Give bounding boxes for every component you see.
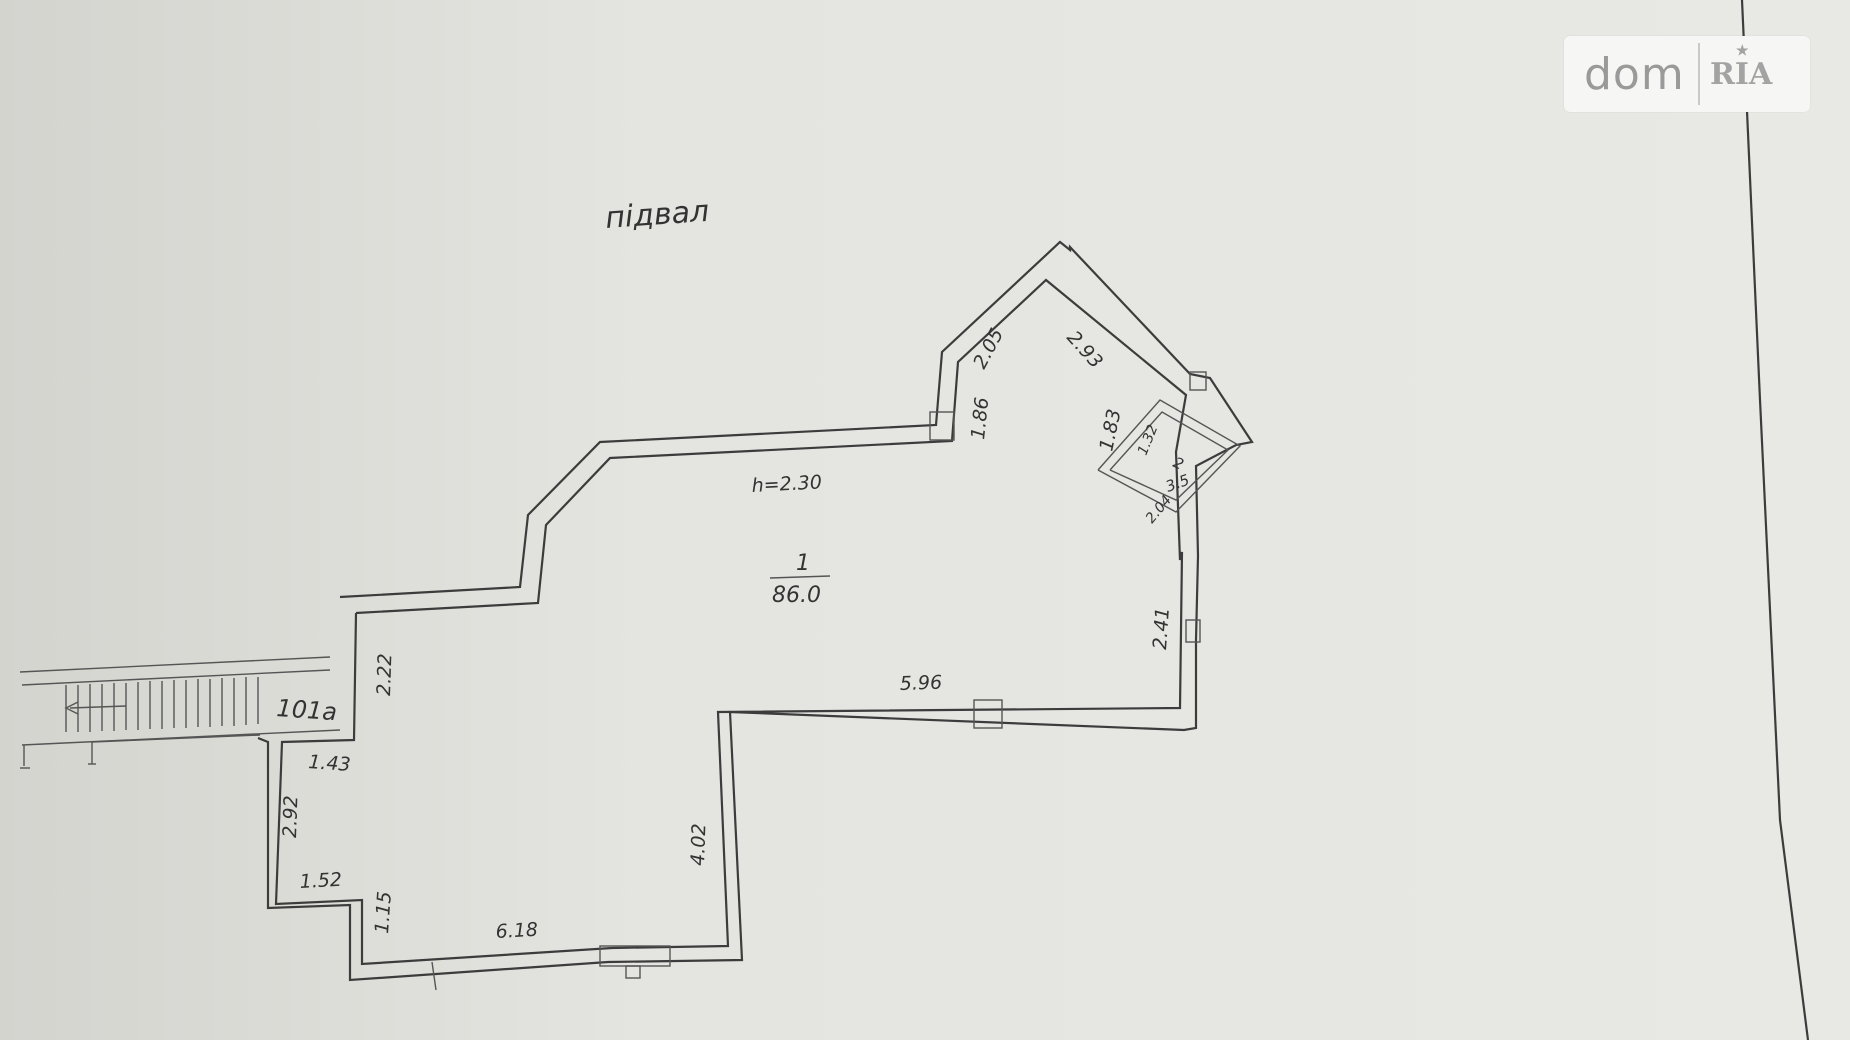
dim-2-92: 2.92	[279, 795, 302, 838]
dim-1-86: 1.86	[967, 396, 993, 440]
dim-1-15: 1.15	[371, 891, 396, 935]
sheet-edge-line	[1740, 0, 1810, 1040]
room-1-height: h=2.30	[751, 471, 822, 497]
column-marker	[929, 411, 955, 441]
dom-ria-watermark: dom ★RIA	[1564, 36, 1810, 112]
logo-ria-label: RIA	[1710, 56, 1773, 92]
room-1-area: 86.0	[772, 583, 821, 608]
logo-separator	[1698, 43, 1700, 105]
dim-4-02: 4.02	[687, 823, 710, 866]
room-2-wall	[1097, 399, 1242, 513]
star-icon: ★	[1736, 42, 1749, 59]
dim-2-22: 2.22	[373, 653, 396, 696]
vent-box	[1189, 371, 1207, 391]
dim-1-52: 1.52	[299, 869, 342, 893]
entry-mark	[431, 961, 437, 991]
inner-wall	[274, 278, 1188, 966]
dim-1-43: 1.43	[308, 751, 352, 776]
room-2-inner-wall	[1109, 411, 1230, 501]
stair-label: 101а	[276, 694, 338, 726]
room-1-number: 1	[796, 551, 810, 576]
logo-ria-text: ★RIA	[1710, 43, 1773, 92]
logo-dom-text: dom	[1584, 48, 1685, 100]
outer-wall	[257, 240, 1254, 982]
window-marker	[973, 699, 1003, 729]
dim-6-18: 6.18	[495, 919, 538, 943]
stairway	[19, 656, 341, 769]
door-marker	[1185, 619, 1201, 643]
dim-5-96: 5.96	[899, 672, 942, 695]
room-1-fraction-line	[769, 575, 831, 579]
dim-2-41: 2.41	[1149, 607, 1174, 651]
window-sill-mark	[625, 965, 641, 979]
plan-title: підвал	[604, 194, 710, 236]
